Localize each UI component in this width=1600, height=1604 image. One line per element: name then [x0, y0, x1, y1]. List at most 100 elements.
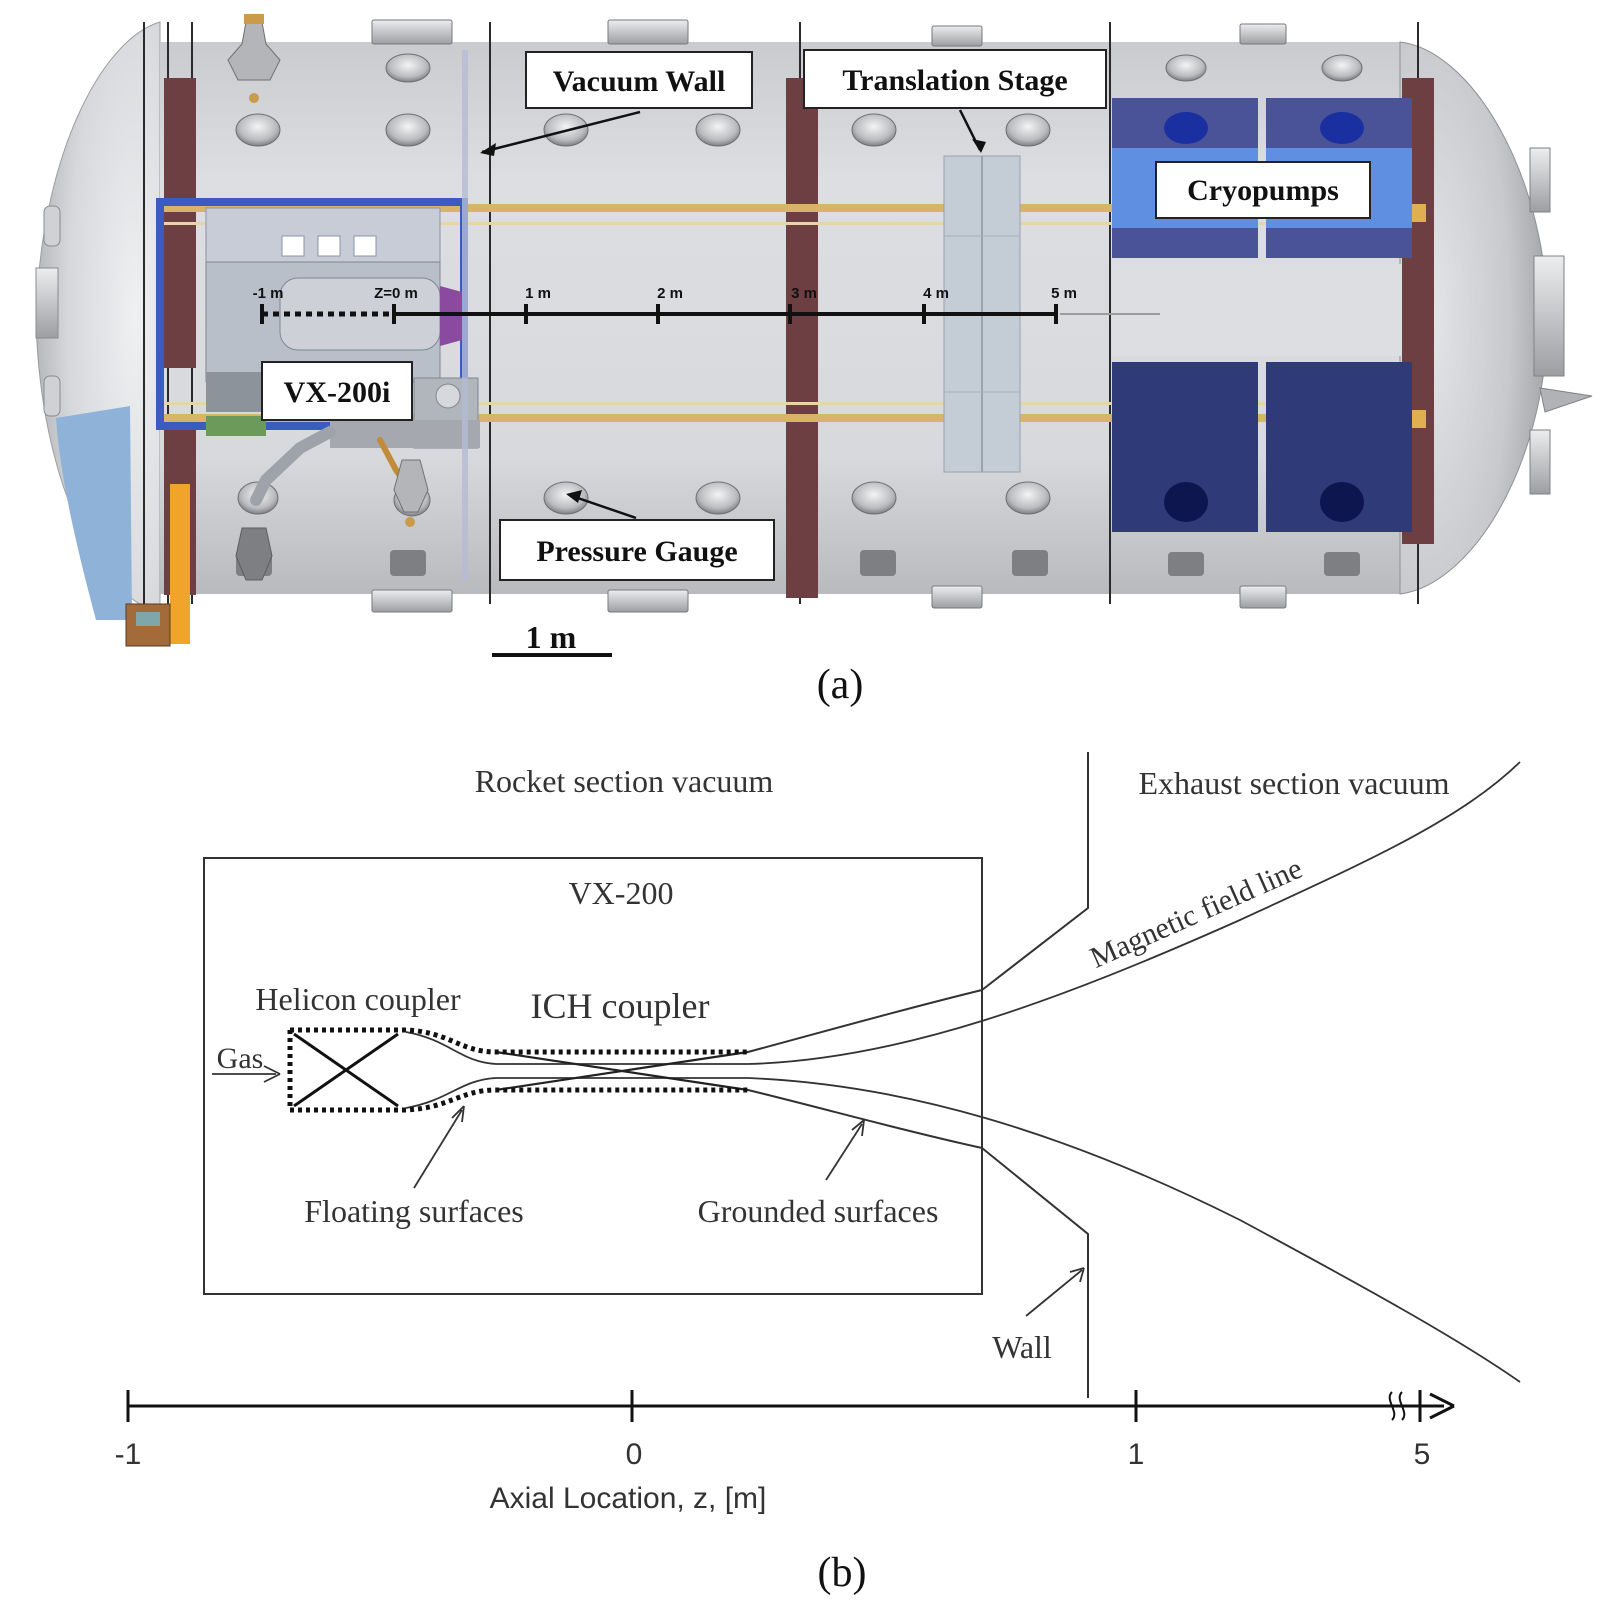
valve: [227, 21, 281, 81]
scale-bar: 1 m: [492, 619, 612, 657]
right-cap-flange: [1533, 255, 1565, 377]
valve: [393, 459, 429, 513]
grounded-surfaces-pointer: [825, 1123, 863, 1181]
axis-arrowhead: [1429, 1392, 1455, 1420]
probe-housing: [1112, 264, 1402, 356]
panel-b-label: (b): [818, 1550, 867, 1596]
scale-bar-label: 1 m: [526, 619, 577, 655]
port-stub: [860, 550, 896, 576]
section-wall-top: [981, 752, 1089, 991]
left-cap-port: [43, 205, 61, 247]
wall-arrowhead: [1069, 1267, 1085, 1283]
valve-cap: [244, 14, 264, 24]
port: [1321, 54, 1363, 82]
ruler-tick-label: 4 m: [923, 285, 949, 302]
ich-field-cross: [495, 1050, 749, 1092]
port-flange: [371, 589, 453, 613]
cryopump-bracket: [1412, 204, 1426, 222]
rail: [160, 402, 1400, 405]
cryopump-bracket: [1412, 410, 1426, 428]
engine-valve: [435, 383, 461, 409]
axis-break-mark: [1388, 1391, 1406, 1421]
gas-arrowhead: [263, 1065, 281, 1083]
engine-base: [206, 372, 266, 412]
translation-stage: [943, 155, 1402, 473]
magnetic-field-line-label: Magnetic field line: [1085, 852, 1307, 975]
port: [695, 481, 741, 515]
exhaust-section-label: Exhaust section vacuum: [1138, 765, 1449, 801]
floating-surface-top: [290, 1027, 748, 1055]
port-flange: [607, 589, 689, 613]
axis-tick-label: 5: [1414, 1438, 1431, 1471]
rail: [160, 204, 1400, 212]
ruler-tick-label: Z=0 m: [374, 285, 418, 302]
flange-band: [786, 78, 818, 598]
port-flange: [1239, 585, 1287, 609]
port: [851, 481, 897, 515]
port-flange: [931, 25, 983, 47]
callout-arrowhead: [480, 143, 496, 156]
port: [1005, 481, 1051, 515]
axis-tick-label: 1: [1128, 1438, 1145, 1471]
axis-tick-label: 0: [626, 1438, 643, 1471]
axis-label: Axial Location, z, [m]: [490, 1482, 767, 1515]
panel-a-chamber: -1 m Z=0 m 1 m 2 m 3 m 4 m 5 m Vacuum Wa…: [35, 14, 1593, 657]
wall-pointer: [1025, 1269, 1083, 1317]
right-cap-flange: [1529, 429, 1551, 495]
port-flange: [1239, 23, 1287, 45]
top-valves: [227, 14, 429, 581]
floating-surfaces-arrowhead: [451, 1105, 465, 1123]
ich-coupler-label: ICH coupler: [531, 986, 710, 1026]
left-supports: [56, 406, 190, 647]
port-flange: [371, 19, 453, 45]
port: [543, 481, 589, 515]
callout-arrowhead: [566, 490, 582, 503]
port: [235, 113, 281, 147]
grounded-surface-top: [747, 989, 983, 1053]
support-leg: [170, 484, 190, 644]
gas-feed-pipe: [250, 426, 336, 506]
callout-pressure-gauge: Pressure Gauge: [499, 490, 775, 581]
valve: [235, 527, 273, 581]
ruler-tick-label: 2 m: [657, 285, 683, 302]
engine-module: [317, 235, 341, 257]
floating-surfaces-pointer: [413, 1109, 463, 1189]
ruler-tick-label: 5 m: [1051, 285, 1077, 302]
panel-b-schematic: Rocket section vacuum Exhaust section va…: [115, 752, 1521, 1515]
callout-arrowhead: [972, 139, 986, 153]
callout-cryopumps: Cryopumps: [1155, 161, 1371, 219]
callout-vx200i: VX-200i: [261, 361, 413, 421]
port: [385, 53, 431, 83]
port: [1165, 54, 1207, 82]
cryopump-head: [1164, 112, 1208, 144]
callout-label: Translation Stage: [842, 64, 1067, 97]
callout-arrow: [571, 494, 637, 520]
cryopump-head: [1320, 482, 1364, 522]
port: [1005, 113, 1051, 147]
cryopump-head: [1320, 112, 1364, 144]
support-leg: [56, 406, 132, 620]
axial-axis: -1 0 1 5 Axial Location, z, [m]: [115, 1390, 1455, 1515]
port-stub: [1324, 552, 1360, 576]
axis-tick-label: -1: [115, 1438, 142, 1471]
callout-translation-stage: Translation Stage: [803, 49, 1107, 153]
callout-box: [525, 51, 753, 109]
valve-knob: [249, 93, 259, 103]
callout-arrow: [481, 110, 641, 154]
callout-vacuum-wall: Vacuum Wall: [480, 51, 753, 156]
port-flange: [931, 585, 983, 609]
engine-module: [281, 235, 305, 257]
port: [385, 113, 431, 147]
cryopump-head: [1164, 482, 1208, 522]
callout-label: Cryopumps: [1187, 174, 1339, 207]
vx200-box: [203, 857, 983, 1295]
port-flange: [607, 19, 689, 45]
magnetic-field-line-top: [405, 761, 1521, 1065]
panel-a-label: (a): [817, 662, 864, 708]
callout-label: VX-200i: [284, 376, 391, 409]
cryopump-assembly: [1112, 98, 1426, 532]
valve-knob: [405, 517, 415, 527]
ruler-tick-label: 1 m: [525, 285, 551, 302]
port: [695, 113, 741, 147]
rail: [160, 222, 1400, 225]
